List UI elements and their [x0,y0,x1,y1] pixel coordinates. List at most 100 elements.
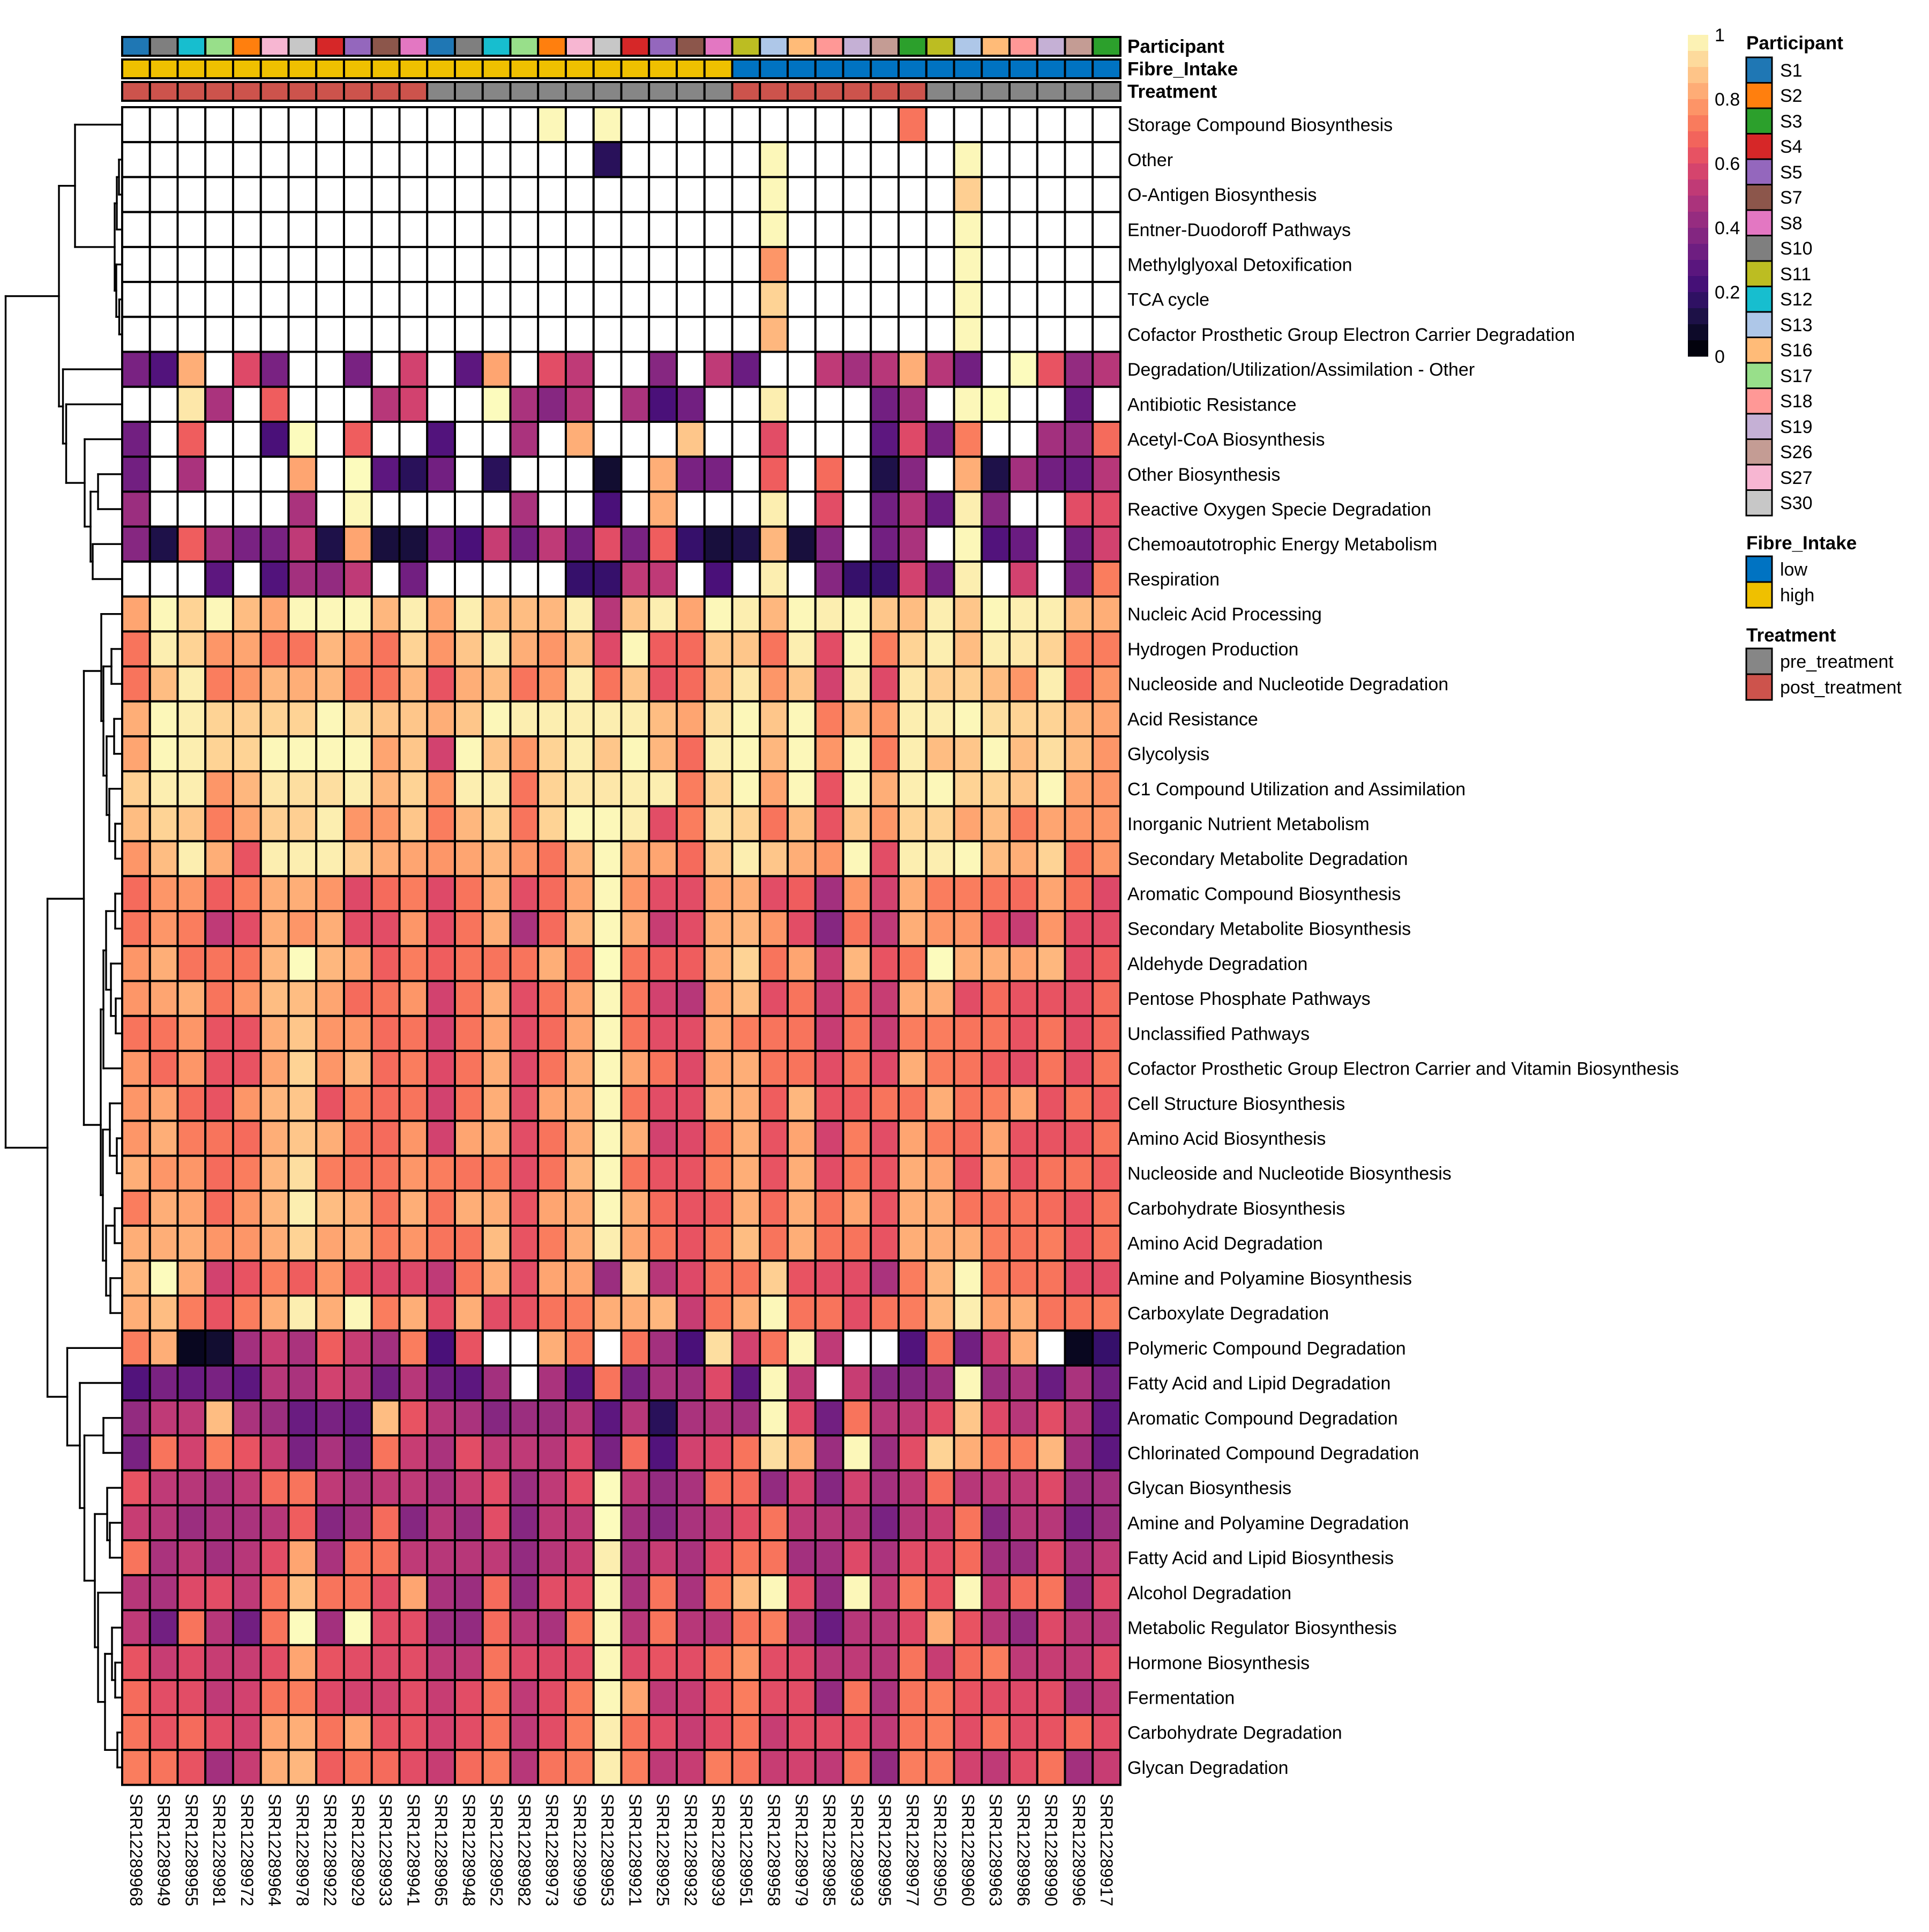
svg-text:Carbohydrate Biosynthesis: Carbohydrate Biosynthesis [1127,1198,1345,1219]
svg-text:Nucleic Acid Processing: Nucleic Acid Processing [1127,605,1322,625]
svg-text:Treatment: Treatment [1746,625,1836,646]
svg-text:Cofactor Prosthetic Group Elec: Cofactor Prosthetic Group Electron Carri… [1127,1059,1679,1079]
svg-text:SRR12289979: SRR12289979 [792,1794,811,1906]
svg-text:Degradation/Utilization/Assimi: Degradation/Utilization/Assimilation - O… [1127,360,1475,380]
svg-text:SRR12289925: SRR12289925 [653,1794,672,1906]
svg-text:S17: S17 [1780,366,1813,386]
svg-text:0.6: 0.6 [1715,154,1740,174]
svg-text:Alcohol Degradation: Alcohol Degradation [1127,1583,1291,1603]
svg-text:S3: S3 [1780,111,1803,132]
svg-text:S12: S12 [1780,289,1813,310]
svg-text:Respiration: Respiration [1127,570,1220,590]
svg-text:Amine and Polyamine Degradatio: Amine and Polyamine Degradation [1127,1513,1409,1533]
svg-text:Carbohydrate Degradation: Carbohydrate Degradation [1127,1723,1342,1743]
svg-text:SRR12289953: SRR12289953 [598,1794,617,1906]
svg-text:Glycolysis: Glycolysis [1127,744,1209,765]
svg-text:Chlorinated Compound Degradati: Chlorinated Compound Degradation [1127,1443,1419,1464]
svg-text:Other: Other [1127,150,1173,170]
svg-text:Secondary Metabolite Degradati: Secondary Metabolite Degradation [1127,849,1408,869]
svg-text:Fatty Acid and Lipid Degradati: Fatty Acid and Lipid Degradation [1127,1374,1390,1394]
svg-text:SRR12289978: SRR12289978 [293,1794,312,1906]
svg-text:Fibre_Intake: Fibre_Intake [1746,533,1857,554]
svg-text:Antibiotic Resistance: Antibiotic Resistance [1127,394,1297,415]
svg-text:SRR12289986: SRR12289986 [1014,1794,1033,1906]
svg-text:Methylglyoxal Detoxification: Methylglyoxal Detoxification [1127,255,1352,275]
svg-text:SRR12289995: SRR12289995 [875,1794,894,1906]
svg-text:SRR12289949: SRR12289949 [154,1794,174,1906]
svg-text:Cell Structure Biosynthesis: Cell Structure Biosynthesis [1127,1094,1345,1114]
svg-text:SRR12289965: SRR12289965 [431,1794,451,1906]
svg-text:S18: S18 [1780,391,1813,412]
svg-text:SRR12289955: SRR12289955 [182,1794,201,1906]
svg-text:post_treatment: post_treatment [1780,677,1902,698]
svg-text:SRR12289950: SRR12289950 [931,1794,950,1906]
svg-text:Aldehyde Degradation: Aldehyde Degradation [1127,954,1307,974]
svg-text:0: 0 [1715,347,1725,367]
svg-text:SRR12289917: SRR12289917 [1097,1794,1116,1906]
svg-text:S26: S26 [1780,442,1813,463]
svg-text:0.4: 0.4 [1715,218,1740,238]
svg-text:C1 Compound Utilization and As: C1 Compound Utilization and Assimilation [1127,779,1466,800]
svg-text:S5: S5 [1780,162,1803,183]
svg-text:SRR12289963: SRR12289963 [986,1794,1005,1906]
svg-text:1: 1 [1715,25,1725,46]
svg-text:SRR12289985: SRR12289985 [820,1794,839,1906]
svg-text:SRR12289990: SRR12289990 [1042,1794,1061,1906]
svg-text:SRR12289982: SRR12289982 [514,1794,534,1906]
svg-text:SRR12289977: SRR12289977 [903,1794,922,1906]
svg-text:S2: S2 [1780,86,1803,106]
svg-text:S19: S19 [1780,417,1813,437]
svg-text:SRR12289929: SRR12289929 [348,1794,368,1906]
svg-text:SRR12289951: SRR12289951 [736,1794,756,1906]
svg-text:SRR12289981: SRR12289981 [210,1794,229,1906]
svg-text:SRR12289960: SRR12289960 [958,1794,977,1906]
svg-text:Aromatic Compound Biosynthesis: Aromatic Compound Biosynthesis [1127,884,1401,905]
svg-text:Amino Acid Degradation: Amino Acid Degradation [1127,1234,1323,1254]
svg-text:Participant: Participant [1746,33,1843,54]
svg-text:S11: S11 [1780,264,1811,285]
svg-text:S16: S16 [1780,340,1813,361]
svg-text:O-Antigen Biosynthesis: O-Antigen Biosynthesis [1127,185,1317,205]
svg-text:SRR12289993: SRR12289993 [847,1794,866,1906]
svg-text:Secondary Metabolite Biosynthe: Secondary Metabolite Biosynthesis [1127,919,1411,939]
svg-text:0.2: 0.2 [1715,282,1740,303]
svg-text:Participant: Participant [1127,36,1224,57]
svg-text:Acid Resistance: Acid Resistance [1127,709,1258,729]
svg-text:Reactive Oxygen Specie Degrada: Reactive Oxygen Specie Degradation [1127,499,1431,520]
svg-text:S1: S1 [1780,61,1803,81]
svg-text:Amino Acid Biosynthesis: Amino Acid Biosynthesis [1127,1129,1326,1149]
svg-text:SRR12289948: SRR12289948 [459,1794,478,1906]
svg-text:Metabolic Regulator Biosynthes: Metabolic Regulator Biosynthesis [1127,1618,1397,1638]
svg-text:Glycan Biosynthesis: Glycan Biosynthesis [1127,1478,1291,1498]
svg-text:Glycan Degradation: Glycan Degradation [1127,1758,1289,1778]
svg-text:SRR12289972: SRR12289972 [237,1794,257,1906]
svg-text:Treatment: Treatment [1127,81,1217,102]
svg-text:SRR12289933: SRR12289933 [376,1794,395,1906]
svg-text:SRR12289939: SRR12289939 [709,1794,728,1906]
svg-text:S13: S13 [1780,315,1813,335]
svg-text:SRR12289941: SRR12289941 [403,1794,423,1906]
svg-text:high: high [1780,585,1814,606]
svg-text:SRR12289922: SRR12289922 [320,1794,340,1906]
svg-text:SRR12289999: SRR12289999 [570,1794,589,1906]
svg-text:Polymeric Compound Degradation: Polymeric Compound Degradation [1127,1338,1406,1359]
svg-text:S10: S10 [1780,238,1813,259]
svg-text:Fibre_Intake: Fibre_Intake [1127,59,1238,80]
svg-text:Fermentation: Fermentation [1127,1688,1235,1709]
svg-text:S7: S7 [1780,188,1803,208]
svg-text:0.8: 0.8 [1715,89,1740,110]
svg-text:SRR12289964: SRR12289964 [265,1794,285,1906]
svg-text:pre_treatment: pre_treatment [1780,652,1894,672]
svg-text:S8: S8 [1780,213,1803,234]
svg-text:Carboxylate Degradation: Carboxylate Degradation [1127,1303,1329,1324]
svg-text:SRR12289996: SRR12289996 [1069,1794,1088,1906]
svg-text:S4: S4 [1780,137,1803,157]
svg-text:SRR12289958: SRR12289958 [764,1794,783,1906]
svg-text:Hydrogen Production: Hydrogen Production [1127,639,1298,660]
svg-text:TCA cycle: TCA cycle [1127,290,1209,310]
svg-text:Fatty Acid and Lipid Biosynthe: Fatty Acid and Lipid Biosynthesis [1127,1548,1394,1569]
svg-text:S27: S27 [1780,468,1813,488]
svg-text:Other Biosynthesis: Other Biosynthesis [1127,465,1280,485]
svg-text:SRR12289932: SRR12289932 [681,1794,700,1906]
svg-text:Inorganic Nutrient Metabolism: Inorganic Nutrient Metabolism [1127,814,1370,834]
